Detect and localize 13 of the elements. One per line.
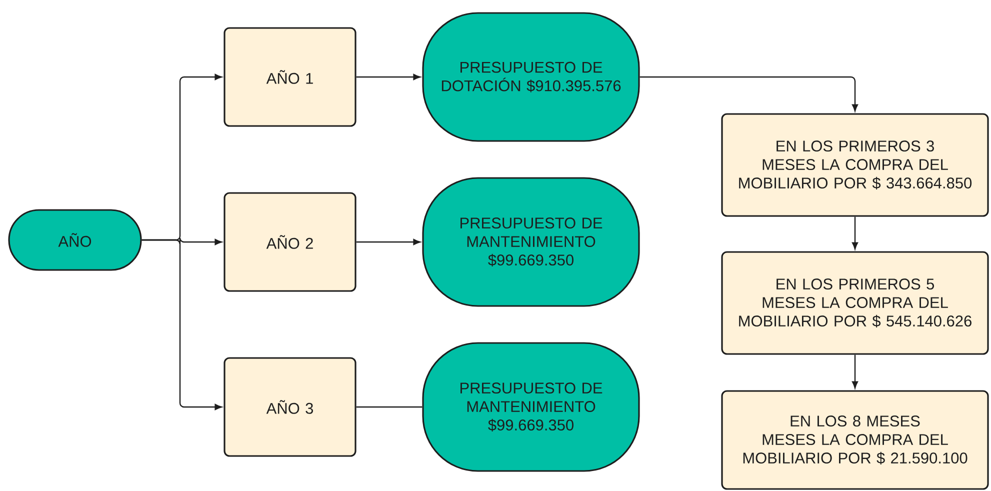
terminal-pill: AÑO	[8, 209, 142, 271]
process-box: AÑO 1	[224, 27, 356, 127]
process-box: AÑO 3	[224, 357, 356, 457]
arrow	[356, 238, 420, 246]
arrow	[356, 74, 420, 80]
process-box: EN LOS PRIMEROS 3 MESES LA COMPRA DEL MOBILIARIO POR $ 343.664.850	[721, 113, 989, 217]
arrow	[640, 76, 858, 112]
arrow	[142, 239, 222, 410]
process-box: EN LOS PRIMEROS 5 MESES LA COMPRA DEL MOBILIARIO POR $ 545.140.626	[721, 251, 989, 355]
arrow	[852, 354, 858, 388]
arrow	[852, 216, 858, 250]
process-box: EN LOS 8 MESES MESES LA COMPRA DEL MOBILIARIO POR $ 21.590.100	[721, 390, 989, 490]
process-box: AÑO 2	[224, 192, 356, 292]
